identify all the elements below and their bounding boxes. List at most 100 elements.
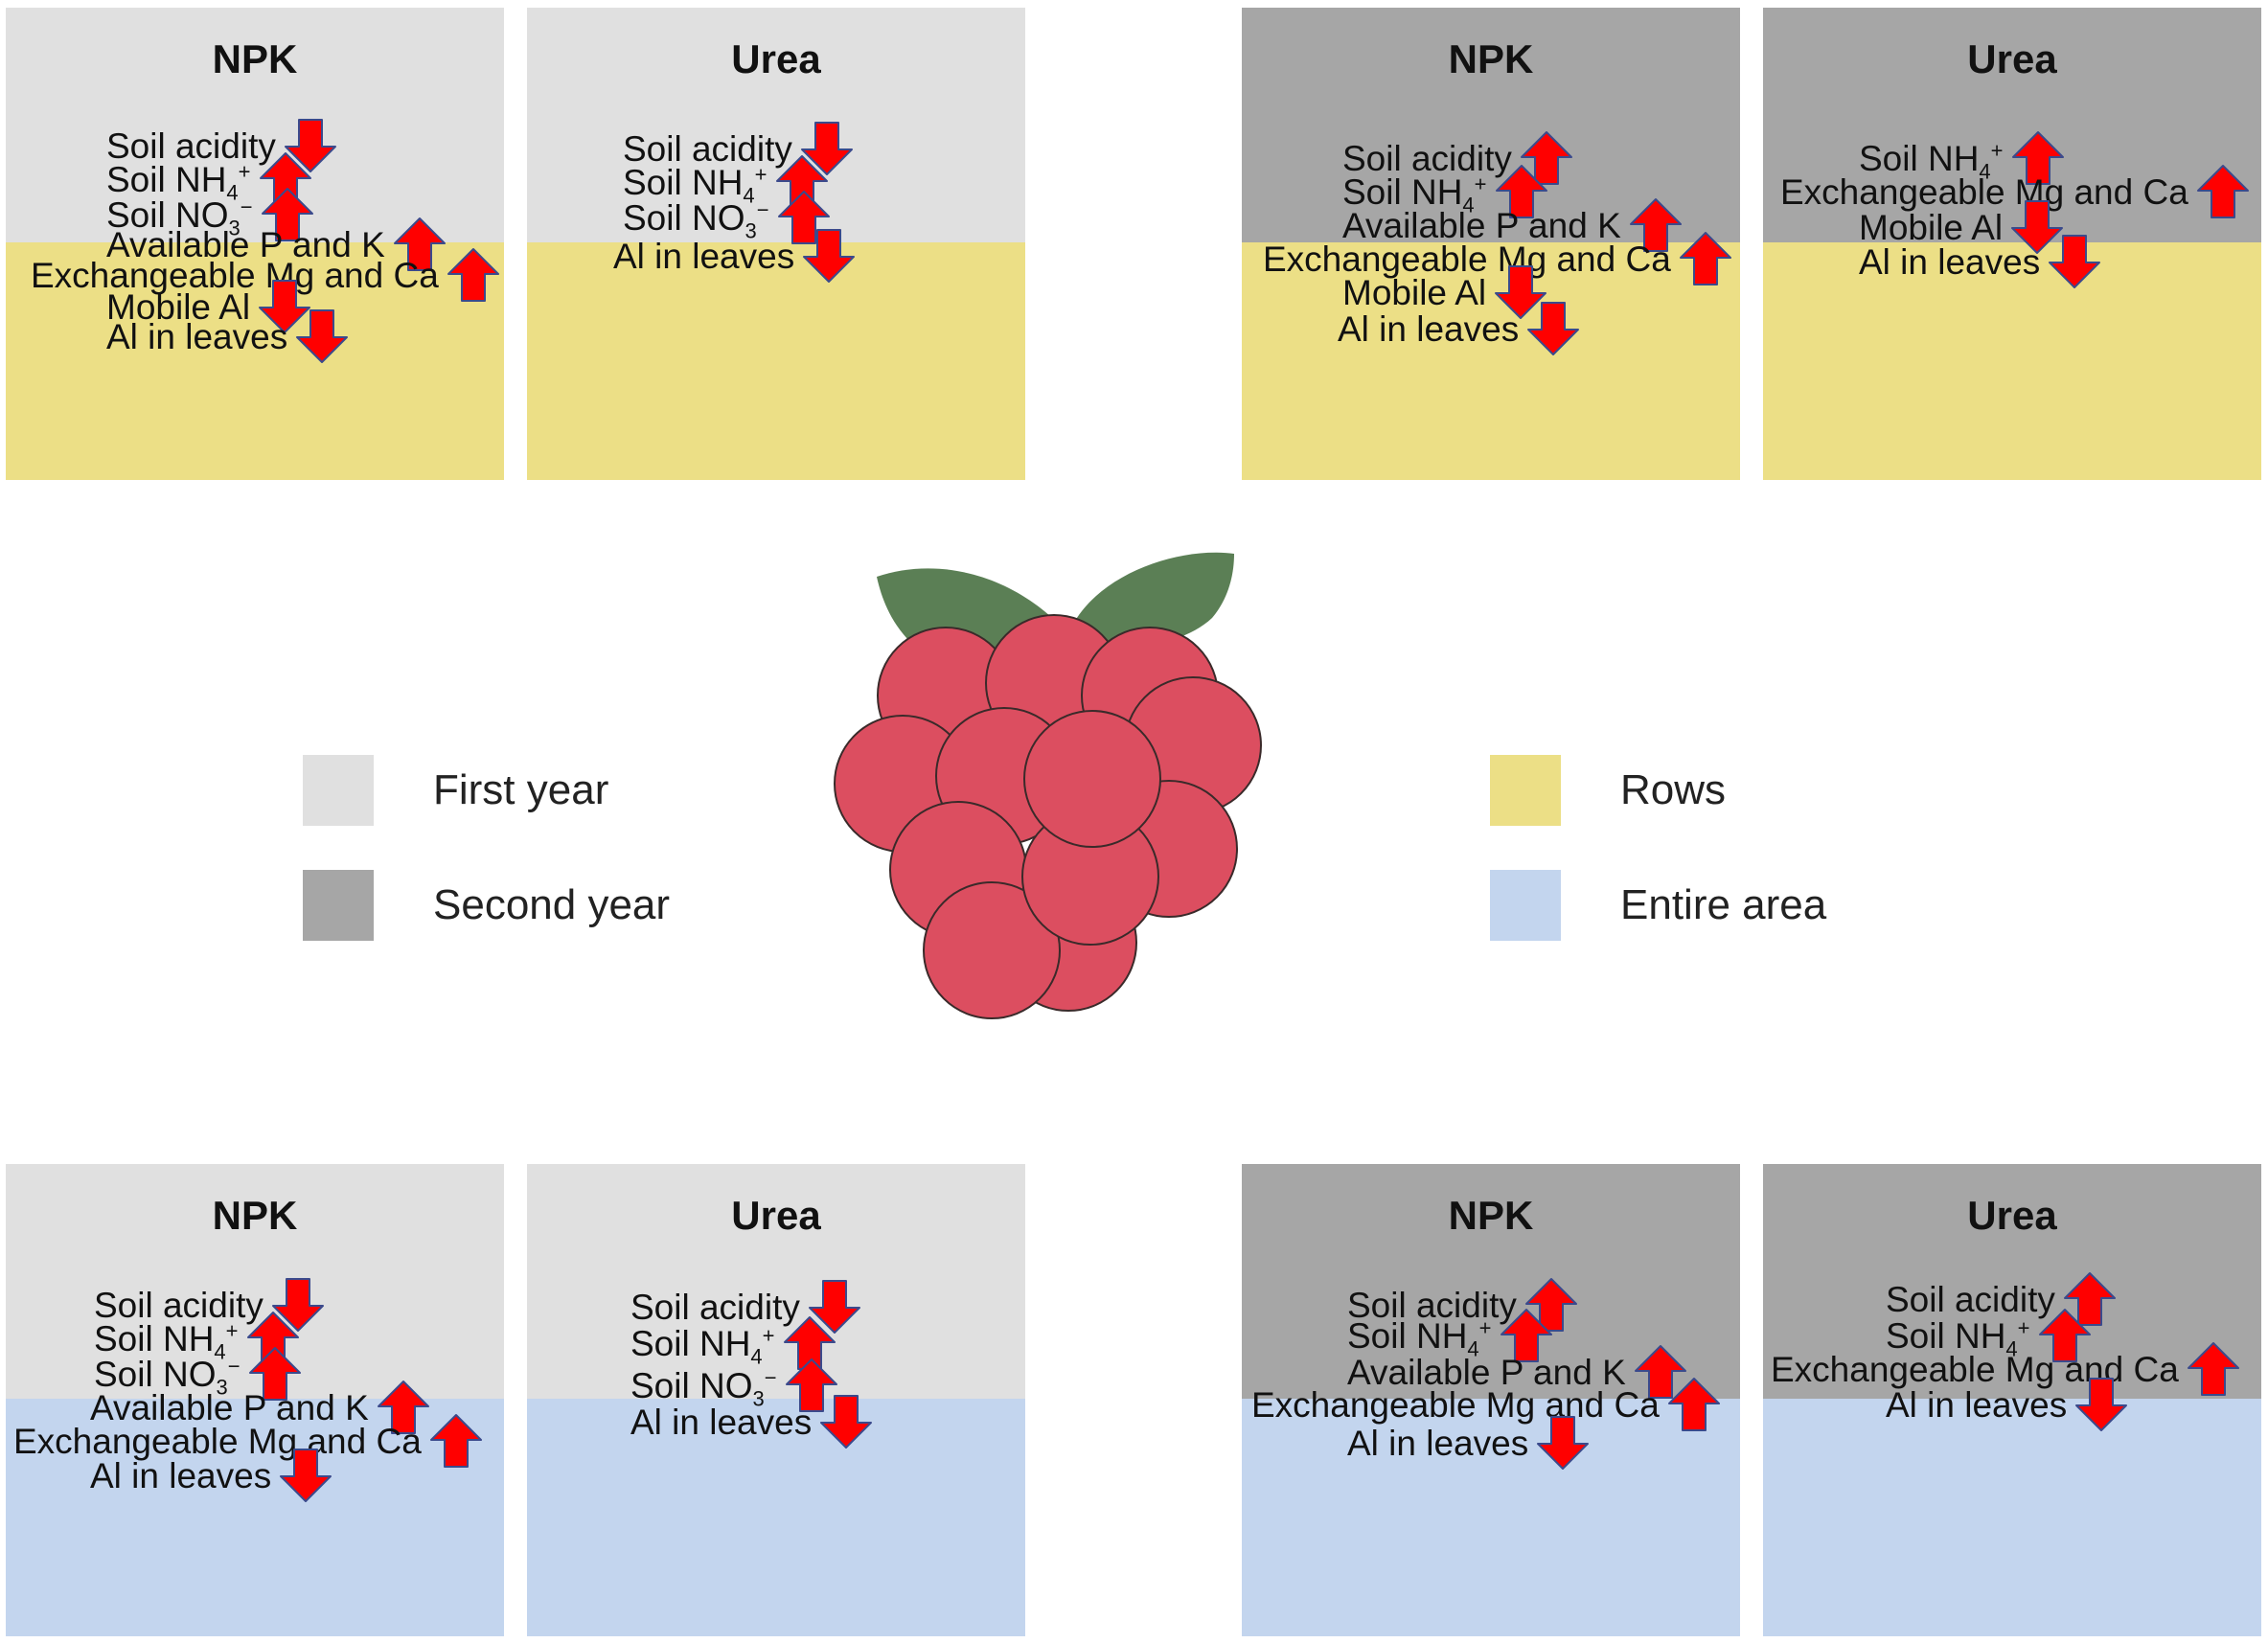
arrow-up-icon [777, 191, 830, 244]
area-band [1242, 1399, 1740, 1636]
effect-label: Soil NH4+ [1347, 1315, 1492, 1360]
arrow-up-icon [2038, 1309, 2091, 1362]
effect-label: Exchangeable Mg and Ca [1251, 1384, 1660, 1425]
year-band [1763, 8, 2261, 242]
effect-label: Al in leaves [613, 236, 795, 276]
effect-label: Soil NO3− [630, 1365, 777, 1410]
effect-item: Soil acidity [106, 118, 337, 173]
effect-item: Soil acidity [1342, 130, 1573, 186]
effect-item: Al in leaves [1338, 301, 1580, 356]
effect-label: Soil acidity [623, 128, 792, 169]
panel-title: Urea [731, 36, 821, 81]
effect-label: Mobile Al [1342, 272, 1487, 312]
effect-item: Mobile Al [106, 279, 311, 334]
effect-item: Soil NH4+ [1342, 164, 1548, 219]
effect-label: Soil NH4+ [1342, 171, 1487, 217]
effect-label: Exchangeable Mg and Ca [1780, 171, 2188, 212]
effect-item: Soil acidity [1347, 1277, 1578, 1333]
effect-item: Al in leaves [1347, 1415, 1590, 1471]
area-band [1763, 242, 2261, 480]
effect-label: Available P and K [90, 1387, 369, 1427]
panel-title: NPK [1448, 1193, 1534, 1238]
arrow-up-icon [2011, 131, 2064, 185]
arrow-down-icon [808, 1280, 860, 1334]
effect-item: Al in leaves [1859, 234, 2101, 289]
rows-swatch [1490, 755, 1561, 826]
effect-label: Soil NH4+ [1886, 1315, 2030, 1360]
panel-title: NPK [212, 36, 298, 81]
year-band [527, 8, 1025, 242]
effect-label: Al in leaves [1859, 241, 2041, 282]
arrow-down-icon [296, 309, 349, 363]
area-band [527, 242, 1025, 480]
effect-label: Al in leaves [106, 316, 288, 356]
arrow-up-icon [377, 1381, 429, 1434]
arrow-up-icon [1520, 131, 1572, 185]
effect-item: Soil NH4+ [623, 154, 829, 210]
area-band [6, 242, 504, 480]
arrow-up-icon [1629, 198, 1682, 252]
arrow-up-icon [1679, 232, 1731, 285]
arrow-down-icon [820, 1395, 873, 1449]
effect-item: Exchangeable Mg and Ca [1263, 231, 1732, 286]
effect-item: Soil acidity [623, 121, 854, 176]
effect-item: Available P and K [106, 217, 447, 272]
arrow-up-icon [2187, 1342, 2239, 1396]
arrow-down-icon [284, 119, 336, 172]
arrow-up-icon [2196, 165, 2249, 218]
effect-item: Soil NO3− [623, 190, 831, 245]
effect-item: Soil NH4+ [1886, 1308, 2092, 1363]
effect-label: Exchangeable Mg and Ca [13, 1421, 422, 1461]
effect-item: Exchangeable Mg and Ca [13, 1413, 483, 1469]
raspberry-drupelets [834, 614, 1262, 1019]
arrow-up-icon [1500, 1309, 1552, 1362]
effect-item: Soil NO3− [630, 1358, 838, 1413]
effect-item: Available P and K [1342, 197, 1683, 253]
arrow-down-icon [803, 229, 856, 283]
effect-label: Al in leaves [90, 1455, 272, 1495]
area-band [1242, 242, 1740, 480]
effect-label: Soil NH4+ [94, 1318, 239, 1363]
arrow-down-icon [280, 1449, 332, 1502]
arrow-up-icon [447, 248, 499, 302]
legend-entire-area: Entire area [1490, 870, 1826, 941]
effect-label: Al in leaves [1886, 1384, 2068, 1425]
effect-label: Exchangeable Mg and Ca [31, 255, 439, 295]
raspberry-leaf-right [1068, 552, 1234, 647]
arrow-up-icon [429, 1414, 482, 1468]
effect-item: Soil acidity [1886, 1271, 2117, 1327]
arrow-down-icon [1527, 302, 1580, 355]
effect-label: Soil acidity [1886, 1279, 2055, 1319]
second-year-swatch [303, 870, 374, 941]
legend-label-first-year: First year [433, 766, 609, 813]
year-band [1763, 1164, 2261, 1399]
arrow-down-icon [271, 1278, 324, 1332]
effect-label: Soil NO3− [94, 1354, 241, 1399]
effect-item: Exchangeable Mg and Ca [1780, 164, 2250, 219]
effect-label: Exchangeable Mg and Ca [1263, 239, 1671, 279]
arrow-down-icon [1537, 1416, 1590, 1470]
effect-item: Soil NH4+ [106, 151, 312, 207]
arrow-up-icon [1634, 1345, 1686, 1399]
effect-item: Soil NH4+ [1859, 130, 2065, 186]
legend-second-year: Second year [303, 870, 670, 941]
effect-item: Soil acidity [94, 1277, 325, 1333]
effect-label: Al in leaves [1347, 1423, 1529, 1463]
legend-rows: Rows [1490, 755, 1726, 826]
effect-item: Exchangeable Mg and Ca [1251, 1377, 1721, 1432]
arrow-down-icon [259, 280, 311, 333]
effect-item: Mobile Al [1342, 264, 1547, 320]
effect-label: Soil acidity [1342, 138, 1512, 178]
legend-label-entire-area: Entire area [1620, 881, 1827, 928]
legend-first-year: First year [303, 755, 608, 826]
effect-item: Al in leaves [1886, 1377, 2128, 1432]
arrow-down-icon [2075, 1378, 2128, 1431]
panel-title: NPK [212, 1193, 298, 1238]
effect-item: Soil acidity [630, 1279, 861, 1335]
arrow-up-icon [393, 217, 446, 271]
effect-label: Soil acidity [1347, 1285, 1517, 1325]
